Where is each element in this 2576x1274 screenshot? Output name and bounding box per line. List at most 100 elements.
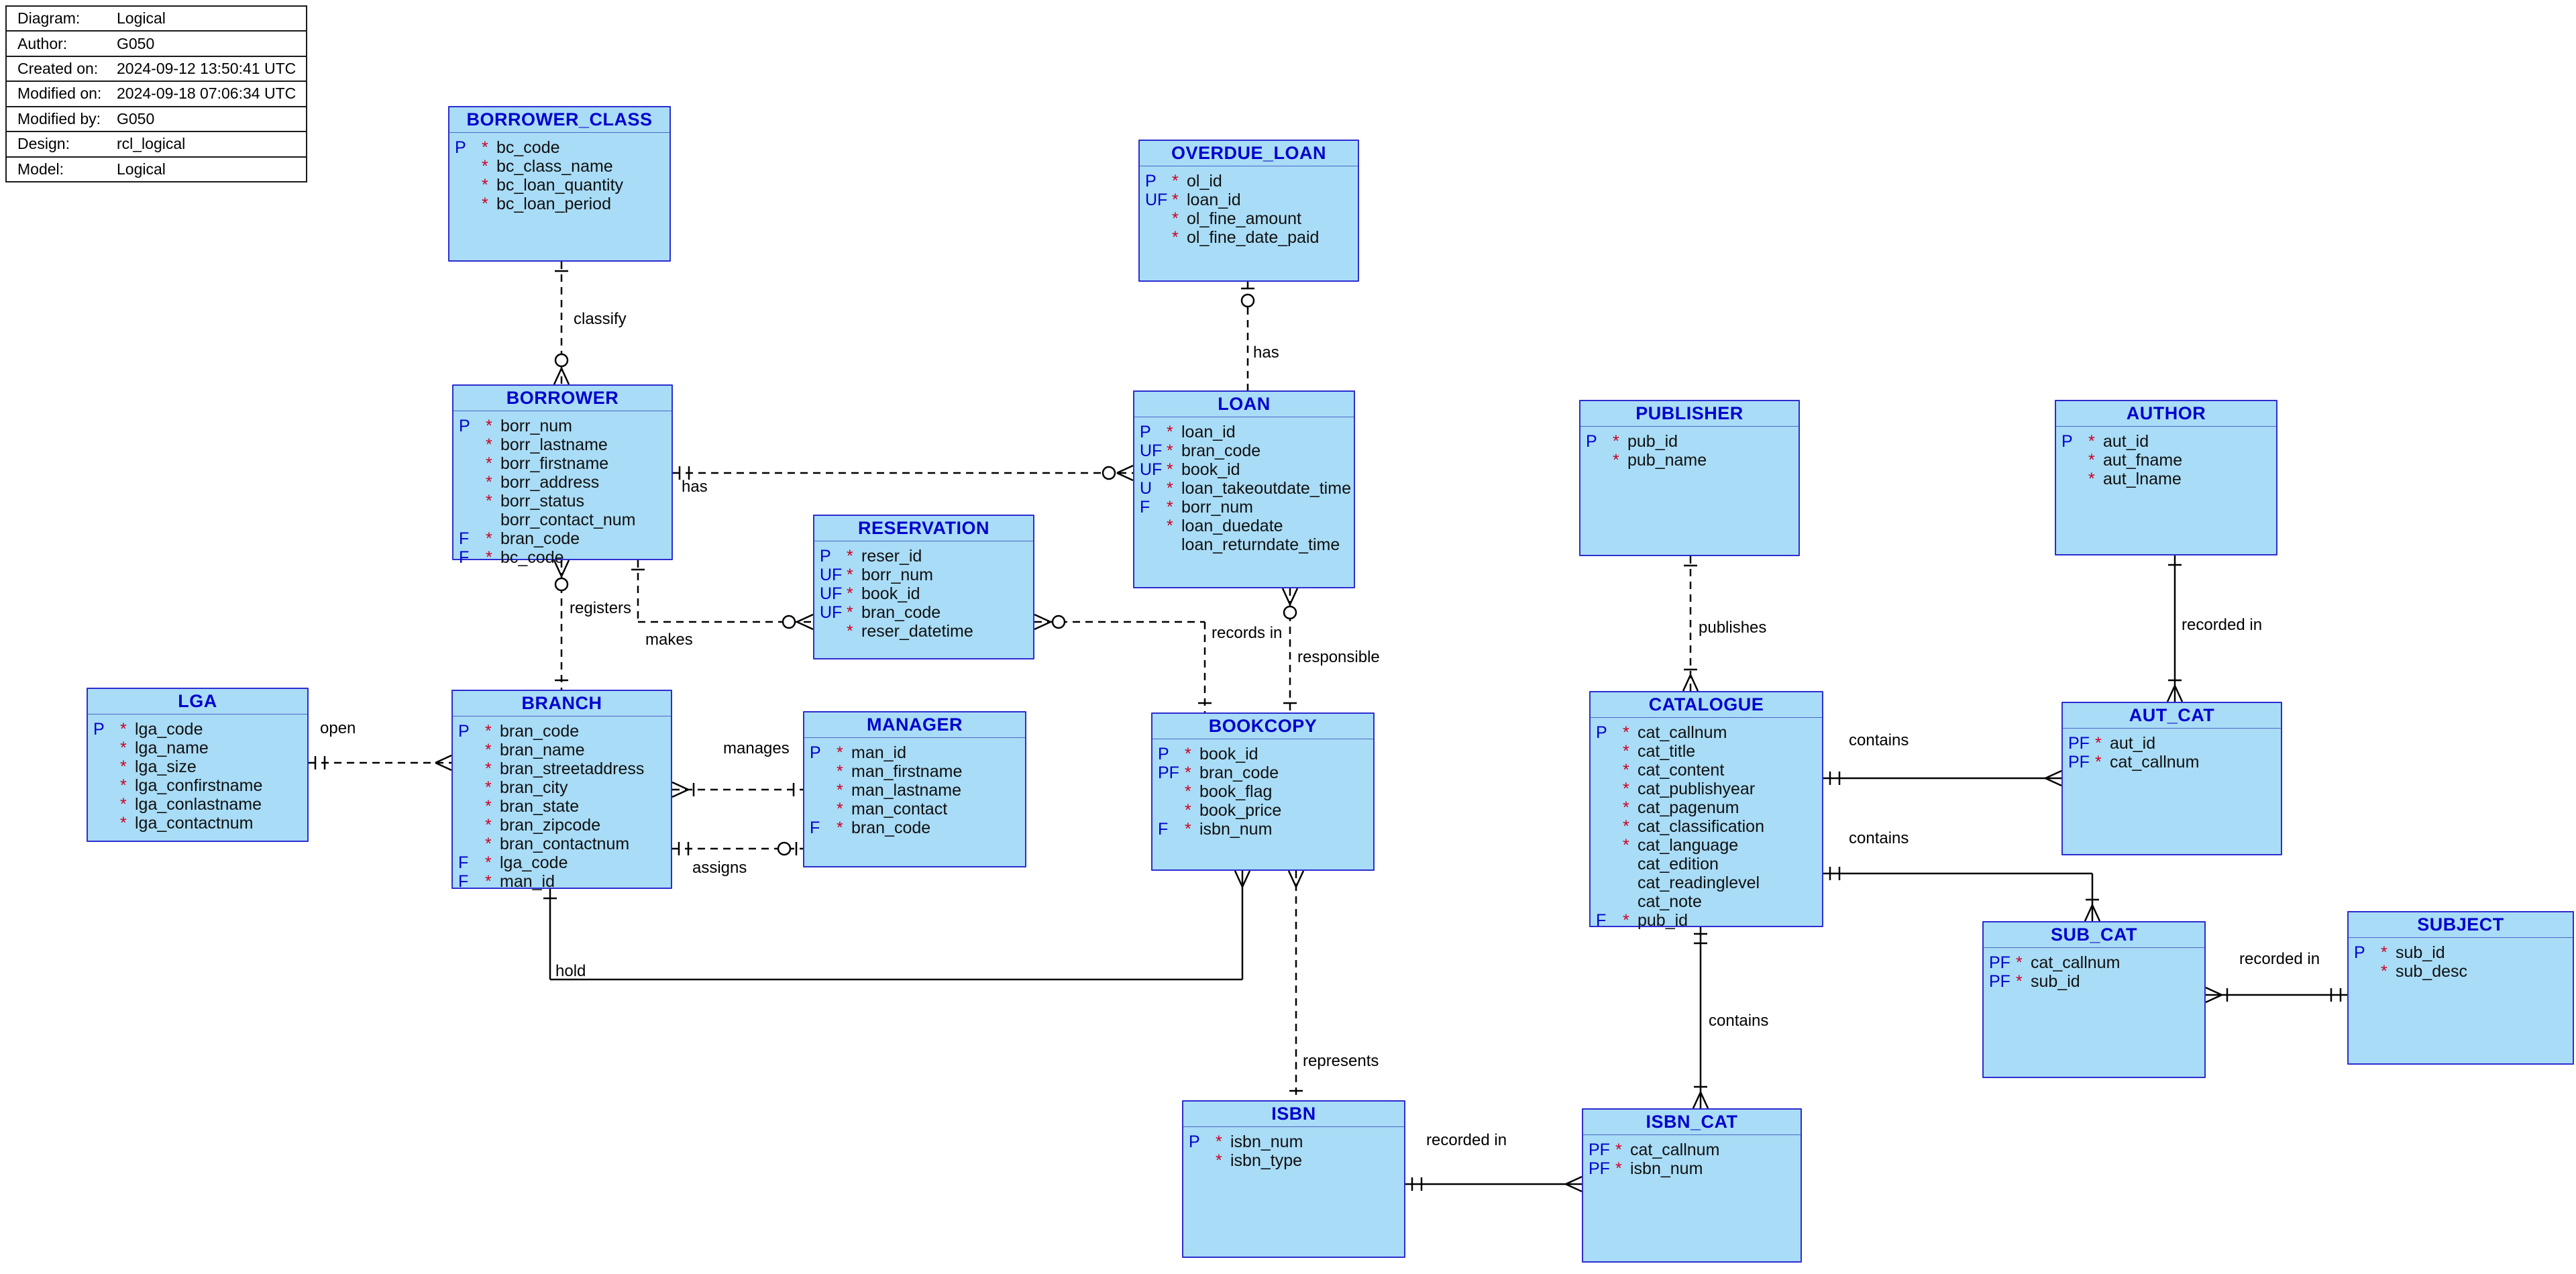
relationship-classify-line: [553, 262, 570, 385]
required-mark: *: [1167, 479, 1173, 498]
required-mark: *: [1172, 228, 1179, 247]
attribute-row: *borr_status: [453, 492, 672, 511]
required-mark: *: [120, 757, 127, 776]
required-mark: *: [2088, 451, 2095, 470]
required-mark: *: [1623, 911, 1629, 930]
entity-attributes: P*borr_num*borr_lastname*borr_firstname*…: [453, 411, 672, 567]
attribute-row: P*lga_code: [88, 720, 307, 739]
key-indicator: PF: [1989, 972, 2010, 991]
attribute-name: book_id: [861, 584, 920, 603]
meta-label: Diagram:: [17, 9, 80, 28]
required-mark: *: [486, 435, 492, 454]
attribute-row: *aut_fname: [2056, 451, 2276, 470]
relationship-has-line: [1240, 282, 1255, 390]
attribute-name: sub_id: [2031, 972, 2080, 991]
required-mark: *: [485, 778, 492, 797]
key-indicator: P: [459, 417, 470, 435]
meta-row-design: Design:rcl_logical: [7, 132, 306, 158]
meta-value: rcl_logical: [117, 135, 186, 153]
attribute-row: P*book_id: [1152, 745, 1373, 763]
required-mark: *: [1623, 798, 1629, 817]
relationship-manages-line: [672, 781, 803, 798]
entity-title: ISBN_CAT: [1583, 1110, 1801, 1135]
entity-attributes: P*cat_callnum*cat_title*cat_content*cat_…: [1591, 718, 1822, 930]
relationship-label: classify: [574, 310, 627, 328]
attribute-row: F*isbn_num: [1152, 820, 1373, 839]
meta-row-author: Author:G050: [7, 32, 306, 57]
key-indicator: PF: [2068, 734, 2090, 753]
entity-attributes: P*bc_code*bc_class_name*bc_loan_quantity…: [449, 133, 669, 213]
entity-title: MANAGER: [804, 712, 1025, 738]
attribute-row: *lga_contactnum: [88, 814, 307, 833]
attribute-row: *sub_desc: [2349, 962, 2573, 981]
attribute-name: bran_name: [500, 741, 585, 759]
attribute-name: bran_zipcode: [500, 816, 601, 835]
attribute-name: lga_code: [500, 853, 568, 872]
attribute-row: P*ol_id: [1140, 172, 1358, 191]
meta-row-modifiedby: Modified by:G050: [7, 107, 306, 133]
attribute-name: cat_note: [1638, 892, 1702, 911]
relationship-has-line: [673, 464, 1134, 482]
key-indicator: UF: [1140, 441, 1163, 460]
required-mark: *: [1172, 172, 1179, 191]
attribute-name: bran_code: [500, 529, 580, 548]
entity-title: SUB_CAT: [1984, 922, 2204, 948]
relationship-contains-line: [1823, 867, 2101, 922]
attribute-name: aut_id: [2103, 432, 2149, 451]
attribute-name: borr_lastname: [500, 435, 608, 454]
meta-value: Logical: [117, 160, 166, 178]
attribute-row: *man_contact: [804, 800, 1025, 818]
relationship-open-line: [309, 754, 452, 772]
required-mark: *: [2095, 753, 2102, 772]
key-indicator: P: [93, 720, 105, 739]
key-indicator: P: [1145, 172, 1157, 191]
required-mark: *: [837, 781, 843, 800]
key-indicator: P: [820, 547, 831, 566]
required-mark: *: [120, 795, 127, 814]
attribute-row: * man_lastname: [804, 781, 1025, 800]
relationship-publishes-line: [1682, 556, 1699, 692]
attribute-name: isbn_type: [1230, 1151, 1303, 1170]
entity-title: PUBLISHER: [1580, 401, 1799, 427]
meta-label: Model:: [17, 160, 64, 178]
attribute-row: *loan_duedate: [1134, 517, 1354, 535]
entity-title: AUTHOR: [2056, 401, 2276, 427]
attribute-row: *ol_fine_amount: [1140, 209, 1358, 228]
required-mark: *: [2381, 962, 2387, 981]
attribute-name: cat_readinglevel: [1638, 873, 1760, 892]
required-mark: *: [1167, 423, 1173, 441]
attribute-name: man_lastname: [851, 781, 961, 800]
entity-attributes: P*aut_id*aut_fname*aut_lname: [2056, 427, 2276, 488]
meta-row-createdon: Created on:2024-09-12 13:50:41 UTC: [7, 57, 306, 83]
entity-attributes: P*lga_code*lga_name*lga_size*lga_confirs…: [88, 714, 307, 833]
relationship-label: responsible: [1297, 648, 1380, 666]
key-indicator: P: [1586, 432, 1597, 451]
attribute-name: bc_code: [496, 138, 560, 157]
required-mark: *: [1167, 441, 1173, 460]
required-mark: *: [485, 759, 492, 778]
attribute-row: P*man_id: [804, 743, 1025, 762]
relationship-label: manages: [723, 739, 790, 757]
attribute-row: *bc_loan_period: [449, 195, 669, 213]
required-mark: *: [1613, 432, 1619, 451]
required-mark: *: [1172, 191, 1179, 209]
attribute-name: bc_class_name: [496, 157, 613, 176]
